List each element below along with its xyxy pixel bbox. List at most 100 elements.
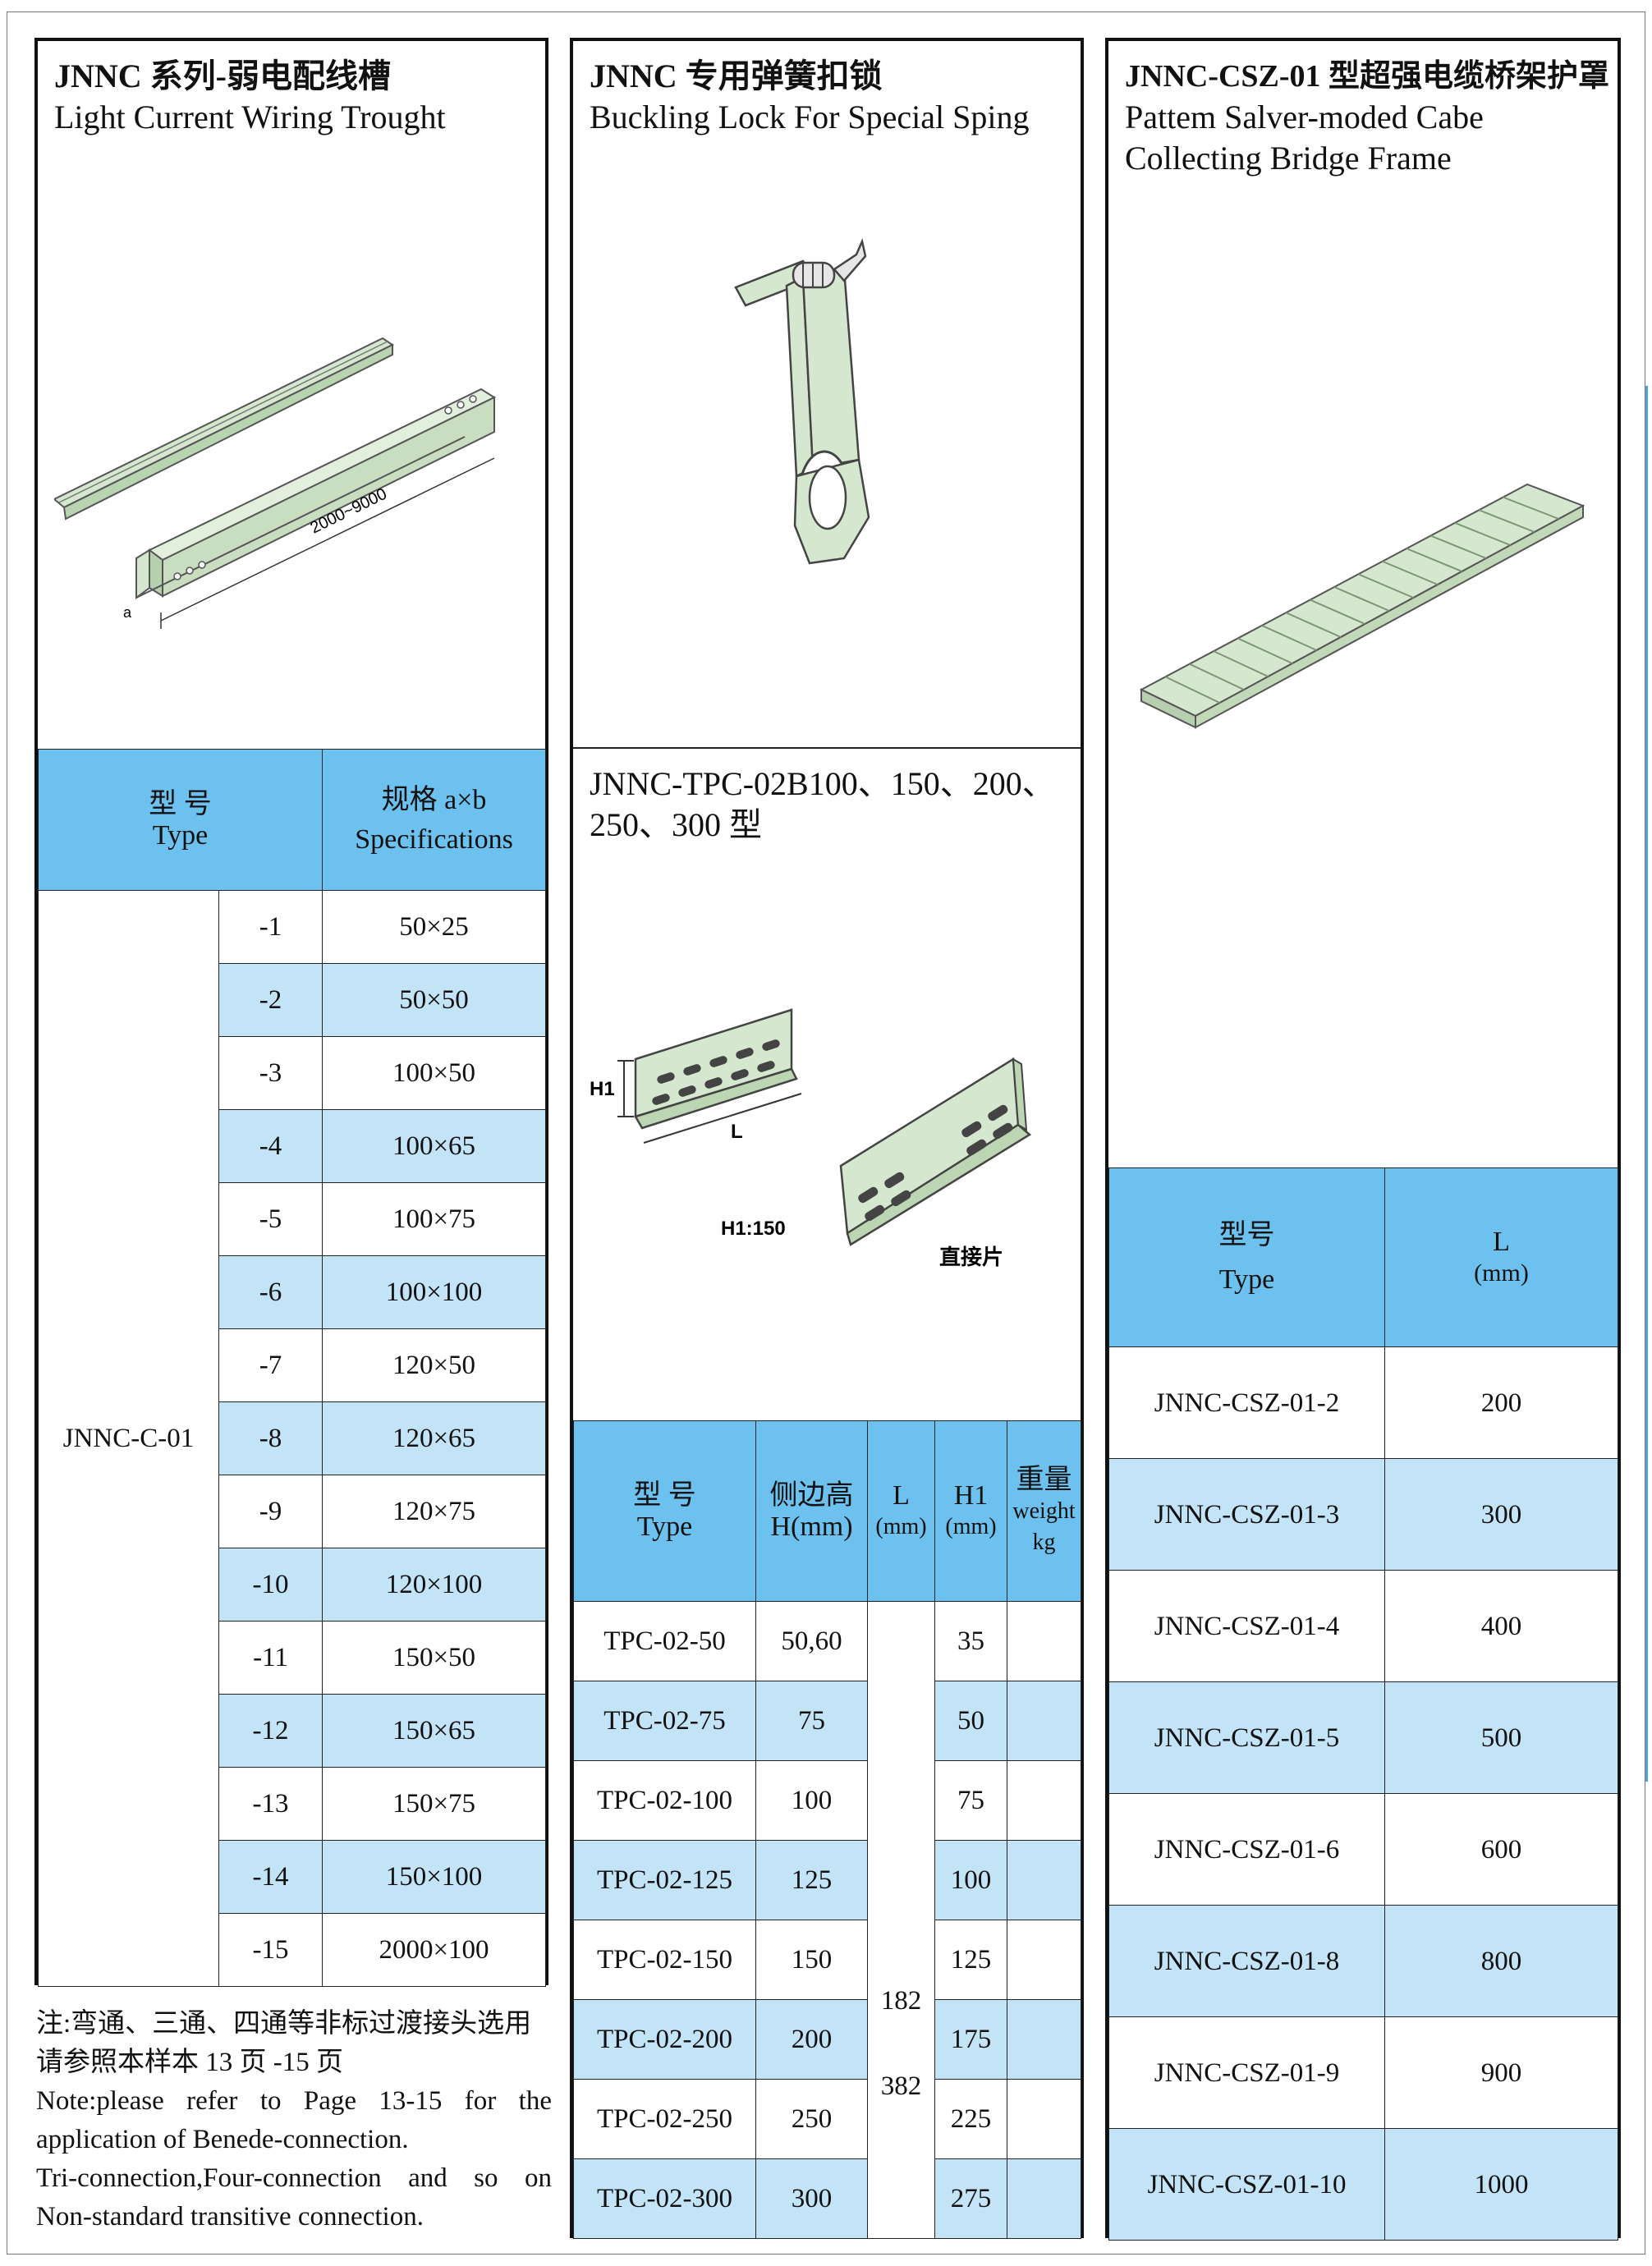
table-cell: TPC-02-100: [573, 1760, 756, 1841]
table-cell: -10: [218, 1548, 323, 1622]
header-spec: 规格 a×b Specifications: [322, 749, 546, 891]
table-cell: -13: [218, 1767, 323, 1841]
table-cell: 100: [755, 1760, 868, 1841]
header-side-height: 侧边高 H(mm): [755, 1420, 868, 1602]
table-cell: [1007, 1920, 1081, 2000]
cover-rib: [1478, 509, 1535, 533]
header-l: L (mm): [867, 1420, 935, 1602]
table-cell: TPC-02-50: [573, 1601, 756, 1681]
table-cell: 125: [755, 1840, 868, 1920]
cover-rib: [1189, 663, 1245, 690]
model-cell: JNNC-C-01: [38, 890, 219, 1987]
table-cell: [1007, 1681, 1081, 1761]
panel-wiring-trough: JNNC 系列-弱电配线槽 Light Current Wiring Troug…: [34, 38, 548, 1987]
page-frame: [7, 11, 1645, 2255]
table-cell: JNNC-CSZ-01-5: [1108, 1681, 1385, 1794]
footnote-en-1: Note:please refer to Page 13-15 for the …: [36, 2086, 552, 2154]
cover-rib: [1430, 534, 1487, 559]
table-cell: -3: [218, 1036, 323, 1110]
table-cell: -2: [218, 963, 323, 1037]
header-type: 型 号 Type: [573, 1420, 756, 1602]
cover-rib: [1406, 548, 1462, 572]
header-l: L (mm): [1384, 1167, 1618, 1347]
cover-rib: [1213, 650, 1269, 677]
table-cell: 100: [934, 1840, 1007, 1920]
table-cell: 2000×100: [322, 1913, 546, 1987]
table-cell: 300: [1384, 1458, 1618, 1571]
table-cell: JNNC-CSZ-01-2: [1108, 1346, 1385, 1459]
direct-plate-label: 直接片: [939, 1245, 1003, 1269]
panel-cable-cover: JNNC-CSZ-01 型超强电缆桥架护罩 Pattem Salver-mode…: [1105, 38, 1621, 2241]
table-cell: 225: [934, 2079, 1007, 2159]
table-cell: 150×50: [322, 1621, 546, 1695]
table-cell: 400: [1384, 1570, 1618, 1682]
table-cell: -4: [218, 1109, 323, 1183]
table-cell: 200: [1384, 1346, 1618, 1459]
table-cell: 50,60: [755, 1601, 868, 1681]
table-cell: TPC-02-75: [573, 1681, 756, 1761]
cover-rib: [1382, 560, 1439, 585]
table-cell: -7: [218, 1328, 323, 1402]
table-cell: JNNC-CSZ-01-10: [1108, 2128, 1385, 2241]
table-cell: -6: [218, 1255, 323, 1329]
table-cell: [1007, 1601, 1081, 1681]
table-cell: 120×75: [322, 1475, 546, 1548]
table-cell: 120×100: [322, 1548, 546, 1622]
title-cn: JNNC-CSZ-01 型超强电缆桥架护罩: [1125, 59, 1610, 94]
table-cell: [1007, 1999, 1081, 2080]
title-en: Buckling Lock For Special Sping: [590, 99, 1030, 135]
table-cell: JNNC-CSZ-01-6: [1108, 1793, 1385, 1906]
table-cell: 1000: [1384, 2128, 1618, 2241]
title-en: Light Current Wiring Trought: [54, 99, 446, 135]
table-cell: 150×75: [322, 1767, 546, 1841]
spring-lock-illustration: [734, 237, 870, 565]
dimension-a-label: a: [123, 604, 132, 621]
table-cell: TPC-02-125: [573, 1840, 756, 1920]
table-cell: JNNC-CSZ-01-4: [1108, 1570, 1385, 1682]
table-cell: 125: [934, 1920, 1007, 2000]
table-cell: 50×50: [322, 963, 546, 1037]
table-cell: 100×65: [322, 1109, 546, 1183]
table-cell: 35: [934, 1601, 1007, 1681]
table-cell: 120×50: [322, 1328, 546, 1402]
title-en-line2: Collecting Bridge Frame: [1125, 140, 1452, 177]
table-cell: -15: [218, 1913, 323, 1987]
table-cell: 100×100: [322, 1255, 546, 1329]
footnote: 注:弯通、三通、四通等非标过渡接头选用 请参照本样本 13 页 -15 页 No…: [36, 2005, 552, 2236]
table-cell: 200: [755, 1999, 868, 2080]
cover-rib: [1454, 521, 1511, 546]
table-cell: [1007, 1840, 1081, 1920]
table-cell: 300: [755, 2158, 868, 2239]
table-cell: -9: [218, 1475, 323, 1548]
cover-rib: [1285, 612, 1342, 638]
table-cell: [1007, 1760, 1081, 1841]
table-cell: [1007, 2158, 1081, 2239]
footnote-cn-line2: 请参照本样本 13 页 -15 页: [36, 2048, 343, 2077]
table-cell: TPC-02-300: [573, 2158, 756, 2239]
table-cell: 100×75: [322, 1182, 546, 1256]
title-cn: JNNC 系列-弱电配线槽: [54, 57, 391, 94]
table-cell: 500: [1384, 1681, 1618, 1794]
table-cell: 100×50: [322, 1036, 546, 1110]
cover-rib: [1333, 586, 1390, 612]
title-cn: JNNC 专用弹簧扣锁: [590, 57, 883, 94]
table-cell: 50: [934, 1681, 1007, 1761]
side-accent-line: [1645, 386, 1648, 1782]
l-values-cell: 182 382: [867, 1601, 935, 2239]
header-weight: 重量 weight kg: [1007, 1420, 1081, 1602]
table-cell: JNNC-CSZ-01-9: [1108, 2016, 1385, 2129]
cover-rib: [1261, 624, 1317, 651]
table-cell: TPC-02-200: [573, 1999, 756, 2080]
table-cell: 600: [1384, 1793, 1618, 1906]
table-cell: 150×65: [322, 1694, 546, 1768]
table-cell: -12: [218, 1694, 323, 1768]
h1-value-label: H1:150: [721, 1218, 786, 1240]
table-cell: 50×25: [322, 890, 546, 964]
panel-spring-lock: JNNC 专用弹簧扣锁 Buckling Lock For Special Sp…: [570, 38, 1084, 2239]
title-en-line1: Pattem Salver-moded Cabe: [1125, 99, 1484, 135]
cover-rib: [1164, 676, 1220, 704]
table-cell: -14: [218, 1840, 323, 1914]
tpc-spec-table: 型 号 Type 侧边高 H(mm) L (mm) H1 (mm) 重量 wei…: [573, 1420, 1081, 2239]
table-cell: -8: [218, 1401, 323, 1475]
